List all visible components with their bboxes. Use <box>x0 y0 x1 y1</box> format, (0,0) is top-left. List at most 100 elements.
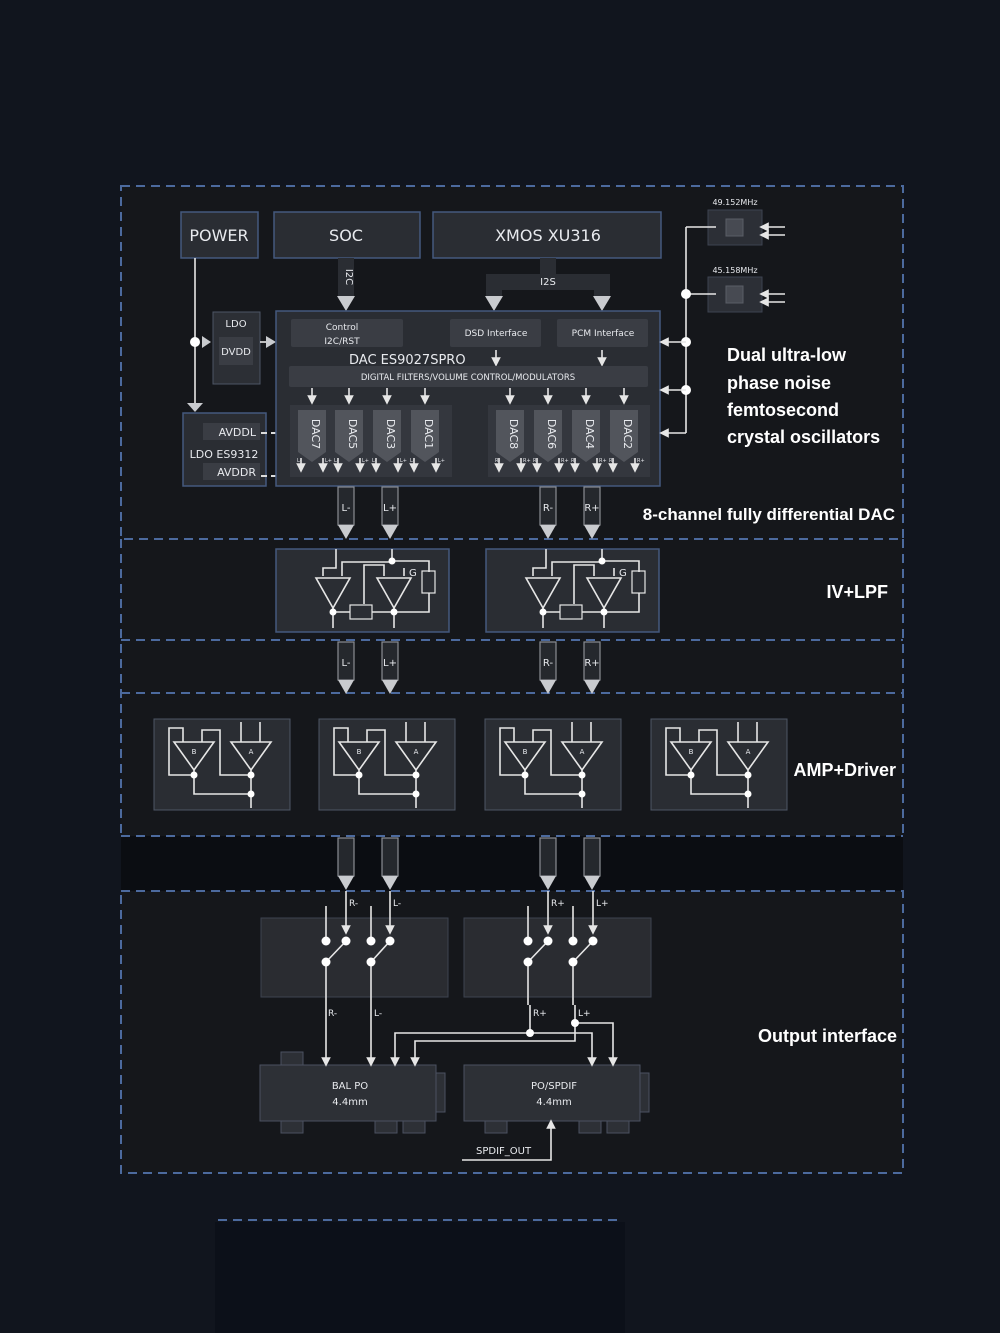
switch-out-r-minus: R- <box>328 1009 337 1019</box>
amp-node <box>578 771 586 779</box>
route-r-plus-b <box>530 1032 597 1067</box>
i2s-bus <box>486 258 610 296</box>
amp-node <box>744 790 752 798</box>
power-node <box>190 337 200 347</box>
amp-wire <box>698 729 748 776</box>
power-block <box>180 211 259 259</box>
dac-pin-label: L+ <box>362 458 369 464</box>
dac-pin-label: R- <box>571 458 576 464</box>
ivlpf-output-bus-label: L- <box>341 658 350 669</box>
i2c-label: I2C <box>343 269 354 285</box>
i2c-arrow <box>337 296 355 311</box>
switch-lever <box>325 940 347 963</box>
amp-node <box>412 790 420 798</box>
dac-chip-name: DAC ES9027SPRO <box>349 353 466 368</box>
control-label: Control <box>326 323 359 333</box>
dac-pin-label: L- <box>410 458 415 464</box>
dac-pin-label: L- <box>334 458 339 464</box>
avddr-label: AVDDR <box>217 466 256 479</box>
amp-node <box>412 771 420 779</box>
switch-out-l-minus: L- <box>374 1009 382 1019</box>
dvdd-label: DVDD <box>221 347 251 358</box>
switch-out-l-plus: L+ <box>578 1009 591 1019</box>
power-label: POWER <box>189 226 248 245</box>
dac-output-bus-arrow <box>540 525 556 539</box>
ivlpf-wire <box>601 549 640 572</box>
amp-b-label: B <box>192 748 197 756</box>
dac-channel-label: DAC6 <box>545 419 558 449</box>
i2s-arrow-left <box>485 296 503 311</box>
dac-channel-label: DAC7 <box>309 419 322 449</box>
amp-a-label: A <box>580 748 585 756</box>
switch-lever <box>370 940 391 963</box>
dac-channel-label: DAC5 <box>346 419 359 449</box>
switch-contact <box>321 936 331 946</box>
connector-tab <box>374 1119 398 1134</box>
switch-contact <box>588 936 598 946</box>
amp-wire <box>665 727 691 776</box>
osc1-core <box>725 218 744 237</box>
amp-node <box>355 771 363 779</box>
power-arrow <box>187 403 203 412</box>
dac-output-bus-arrow <box>338 525 354 539</box>
switch-out-r-plus: R+ <box>533 1009 547 1019</box>
switch-contact <box>321 957 331 967</box>
connector-po-spdif <box>463 1064 641 1122</box>
ivlpf-wire <box>394 593 430 613</box>
dsd-box <box>450 319 541 347</box>
switch-block-right <box>463 917 652 998</box>
ivlpf-node <box>598 557 606 565</box>
dac-channel-label: DAC4 <box>583 419 596 449</box>
connector-size: 4.4mm <box>536 1097 571 1108</box>
opamp-1 <box>314 577 352 610</box>
ivlpf-wire <box>341 561 392 576</box>
control-box <box>291 319 403 347</box>
dsd-label: DSD Interface <box>465 329 528 339</box>
dac-section-label: 8-channel fully differential DAC <box>643 505 895 524</box>
amp-output-bus-arrow <box>338 876 354 890</box>
osc1-freq: 49.152MHz <box>712 198 757 207</box>
amp-wire <box>560 741 604 772</box>
amp-block <box>650 718 788 811</box>
ldo-es9312-label: LDO ES9312 <box>190 448 259 461</box>
switch-contact <box>568 957 578 967</box>
amp-wire <box>229 741 273 772</box>
xmos-block <box>432 211 662 259</box>
osc-label-line4: crystal oscillators <box>727 427 880 447</box>
amp-a-label: A <box>746 748 751 756</box>
i2s-label: I2S <box>540 277 556 288</box>
dac-channel <box>610 410 638 462</box>
clock-node-1 <box>681 289 691 299</box>
opamp-2 <box>585 577 623 610</box>
ivlpf-wire <box>573 564 595 604</box>
ivlpf-wire <box>322 549 337 576</box>
connector-name: PO/SPDIF <box>531 1081 577 1092</box>
pcm-box <box>557 319 648 347</box>
switch-lever <box>572 940 594 963</box>
filters-label: DIGITAL FILTERS/VOLUME CONTROL/MODULATOR… <box>361 373 575 383</box>
amp-section-label: AMP+Driver <box>793 760 896 780</box>
opamp-2 <box>375 577 413 610</box>
amp-node <box>744 771 752 779</box>
amp-node <box>247 771 255 779</box>
amp-wire <box>503 741 547 772</box>
dac-pin-label: R- <box>533 458 538 464</box>
dvdd-arrow <box>266 336 276 348</box>
dac-pin-label: L+ <box>400 458 407 464</box>
section-dac-border <box>120 185 904 540</box>
amp-output-bus <box>539 837 557 877</box>
amp-node <box>687 771 695 779</box>
route-node-l-plus <box>571 1019 579 1027</box>
output-section-label: Output interface <box>758 1026 897 1046</box>
dvdd-box <box>219 337 253 365</box>
switch-contact <box>543 936 553 946</box>
dac-pin-label: R+ <box>637 458 645 464</box>
dac-channel <box>572 410 600 462</box>
amp-wire <box>532 729 582 776</box>
switch-block-left <box>260 917 449 998</box>
switch-contact <box>341 936 351 946</box>
amp-wire <box>168 727 194 776</box>
switch-input-label: R- <box>349 899 358 909</box>
dac-channel <box>534 410 562 462</box>
